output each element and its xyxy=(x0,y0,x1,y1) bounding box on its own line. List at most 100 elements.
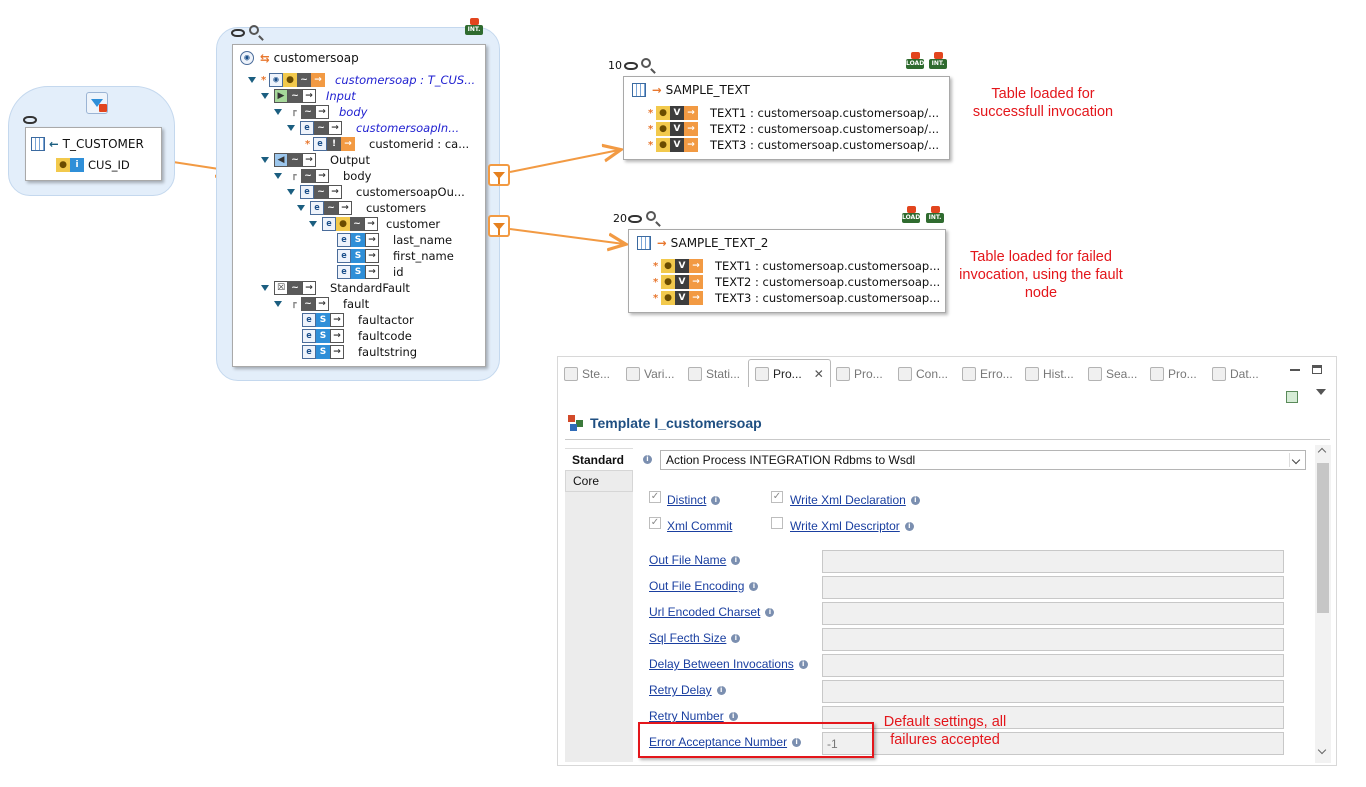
minimize-icon[interactable] xyxy=(1290,369,1300,371)
out-file-encoding-input[interactable] xyxy=(822,576,1284,599)
delay-between-invocations-label[interactable]: Delay Between Invocations xyxy=(649,657,794,671)
zoom-icon[interactable] xyxy=(646,211,656,221)
error-acceptance-number-label[interactable]: Error Acceptance Number xyxy=(649,735,788,749)
tab-search[interactable]: Sea... xyxy=(1088,363,1137,385)
zoom-icon[interactable] xyxy=(249,25,259,35)
out-file-name-input[interactable] xyxy=(822,550,1284,573)
tree-row[interactable]: * ◉●~→ customersoap : T_CUS... xyxy=(248,72,475,88)
scrollbar-thumb[interactable] xyxy=(1317,463,1329,613)
tree-row[interactable]: e●~→ customer xyxy=(309,216,440,232)
side-tab-standard[interactable]: Standard xyxy=(565,448,633,470)
source-table-card[interactable]: ← T_CUSTOMER ● i CUS_ID xyxy=(25,127,162,181)
retry-delay-label[interactable]: Retry Delay xyxy=(649,683,712,697)
view-menu-icon[interactable] xyxy=(1316,389,1326,395)
delay-between-invocations-input[interactable] xyxy=(822,654,1284,677)
tree-row[interactable]: *e!→ customerid : ca... xyxy=(305,137,470,151)
target-row[interactable]: *●V→ TEXT3 : customersoap.customersoap/.… xyxy=(648,138,940,152)
tree-row[interactable]: ┏~→ fault xyxy=(274,296,369,312)
output-icon: ◀ xyxy=(274,153,288,167)
info-icon: i xyxy=(716,685,726,695)
retry-number-input[interactable] xyxy=(822,706,1284,729)
tab-progress[interactable]: Pro... xyxy=(1150,363,1197,385)
soap-node-title: customersoap xyxy=(273,51,359,65)
url-encoded-charset-label[interactable]: Url Encoded Charset xyxy=(649,605,761,619)
target-row[interactable]: *●V→ TEXT2 : customersoap.customersoap..… xyxy=(653,275,941,289)
highlight-box xyxy=(638,722,874,758)
eye-icon[interactable] xyxy=(628,215,642,223)
template-select[interactable]: Action Process INTEGRATION Rdbms to Wsdl xyxy=(660,450,1306,470)
tree-row[interactable]: ◀~→ Output xyxy=(261,152,370,168)
url-encoded-charset-input[interactable] xyxy=(822,602,1284,625)
tree-row[interactable]: e~→ customersoapOu... xyxy=(287,184,465,200)
write-xml-declaration-checkbox[interactable]: ✓ xyxy=(771,491,783,503)
filter-funnel-icon[interactable] xyxy=(488,164,510,186)
error-acceptance-number-input[interactable]: -1 xyxy=(822,732,1284,755)
target-row[interactable]: *●V→ TEXT1 : customersoap.customersoap/.… xyxy=(648,106,940,120)
target-row[interactable]: *●V→ TEXT1 : customersoap.customersoap..… xyxy=(653,259,941,273)
maximize-icon[interactable] xyxy=(1312,365,1322,374)
tab-history[interactable]: Hist... xyxy=(1025,363,1074,385)
filter-funnel-icon[interactable] xyxy=(488,215,510,237)
target-row[interactable]: *●V→ TEXT2 : customersoap.customersoap/.… xyxy=(648,122,940,136)
eye-icon[interactable] xyxy=(231,29,245,37)
target-row[interactable]: *●V→ TEXT3 : customersoap.customersoap..… xyxy=(653,291,941,305)
tab-variables[interactable]: Vari... xyxy=(626,363,674,385)
tab-properties[interactable]: Pro...✕ xyxy=(748,359,831,387)
tab-problems[interactable]: Pro... xyxy=(836,363,883,385)
tree-row[interactable]: ┏~→ body xyxy=(274,168,371,184)
tab-console[interactable]: Con... xyxy=(898,363,948,385)
write-xml-descriptor-label[interactable]: Write Xml Descriptor xyxy=(790,519,900,533)
scroll-down-icon[interactable] xyxy=(1317,745,1327,755)
sql-fetch-size-label[interactable]: Sql Fecth Size xyxy=(649,631,727,645)
column-info-icon: i xyxy=(70,158,84,172)
write-xml-descriptor-checkbox[interactable] xyxy=(771,517,783,529)
distinct-checkbox[interactable]: ✓ xyxy=(649,491,661,503)
target-1-title: SAMPLE_TEXT xyxy=(665,83,750,97)
vertical-scrollbar[interactable] xyxy=(1315,445,1331,763)
tree-row[interactable]: ☒~→ StandardFault xyxy=(261,280,410,296)
distinct-label[interactable]: Distinct xyxy=(667,493,707,507)
load-badge-icon: LOAD xyxy=(906,52,924,70)
close-icon[interactable]: ✕ xyxy=(813,366,824,381)
retry-delay-input[interactable] xyxy=(822,680,1284,703)
pin-icon[interactable] xyxy=(1286,391,1298,403)
xml-commit-checkbox[interactable]: ✓ xyxy=(649,517,661,529)
soap-node-card[interactable]: ◉ ⇆ customersoap * ◉●~→ customersoap : T… xyxy=(232,44,486,367)
target-1-card[interactable]: → SAMPLE_TEXT *●V→ TEXT1 : customersoap.… xyxy=(623,76,950,160)
sql-fetch-size-input[interactable] xyxy=(822,628,1284,651)
tab-data[interactable]: Dat... xyxy=(1212,363,1259,385)
swap-arrows-icon: ⇆ xyxy=(260,51,270,65)
target-2-card[interactable]: → SAMPLE_TEXT_2 *●V→ TEXT1 : customersoa… xyxy=(628,229,946,313)
tree-row[interactable]: ┏~→ body xyxy=(274,104,367,120)
eye-icon[interactable] xyxy=(624,62,638,70)
filter-icon[interactable] xyxy=(86,92,108,114)
chevron-down-icon[interactable] xyxy=(1289,453,1303,467)
tab-steps[interactable]: Ste... xyxy=(564,363,610,385)
write-xml-declaration-label[interactable]: Write Xml Declaration xyxy=(790,493,906,507)
scroll-up-icon[interactable] xyxy=(1317,447,1327,457)
eye-icon[interactable] xyxy=(23,116,37,124)
element-e-icon: e xyxy=(300,121,314,135)
xml-commit-label[interactable]: Xml Commit xyxy=(667,519,733,533)
tilde-icon: ~ xyxy=(297,73,311,87)
retry-number-label[interactable]: Retry Number xyxy=(649,709,724,723)
tree-row[interactable]: ▶~→ Input xyxy=(261,88,356,104)
tab-errors[interactable]: Erro... xyxy=(962,363,1013,385)
side-tab-core[interactable]: Core xyxy=(565,470,633,492)
right-arrow-icon: → xyxy=(657,236,667,250)
zoom-icon[interactable] xyxy=(641,58,651,68)
out-file-encoding-label[interactable]: Out File Encoding xyxy=(649,579,745,593)
column-key-icon: ● xyxy=(56,158,70,172)
out-file-name-label[interactable]: Out File Name xyxy=(649,553,727,567)
info-icon: i xyxy=(731,633,741,643)
tree-row[interactable]: e~→ customers xyxy=(297,200,426,216)
tree-row[interactable]: e~→ customersoapIn... xyxy=(287,120,459,136)
tab-statistics[interactable]: Stati... xyxy=(688,363,740,385)
key-icon: ● xyxy=(283,73,297,87)
